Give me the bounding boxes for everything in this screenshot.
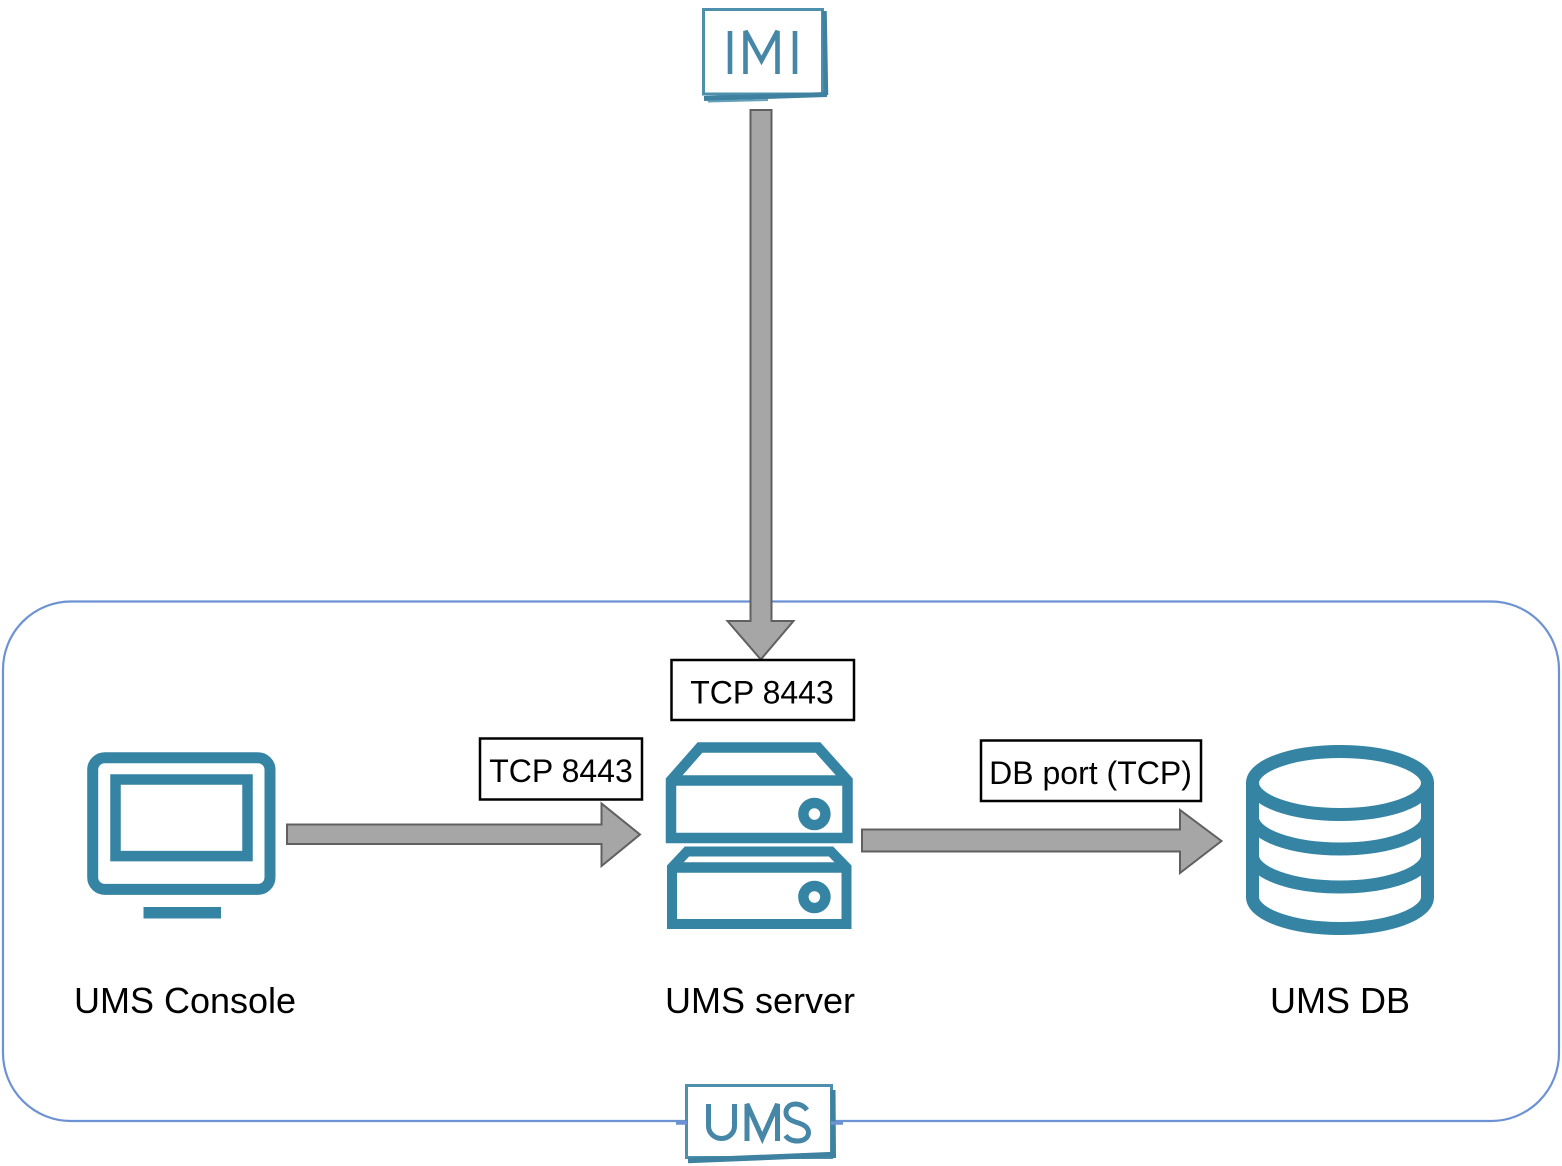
svg-text:UMS DB: UMS DB xyxy=(1270,980,1410,1021)
svg-text:TCP 8443: TCP 8443 xyxy=(489,753,633,789)
svg-text:TCP 8443: TCP 8443 xyxy=(690,675,834,711)
svg-text:UMS Console: UMS Console xyxy=(74,980,296,1021)
svg-text:DB port (TCP): DB port (TCP) xyxy=(989,755,1192,791)
svg-text:UMS server: UMS server xyxy=(665,980,855,1021)
